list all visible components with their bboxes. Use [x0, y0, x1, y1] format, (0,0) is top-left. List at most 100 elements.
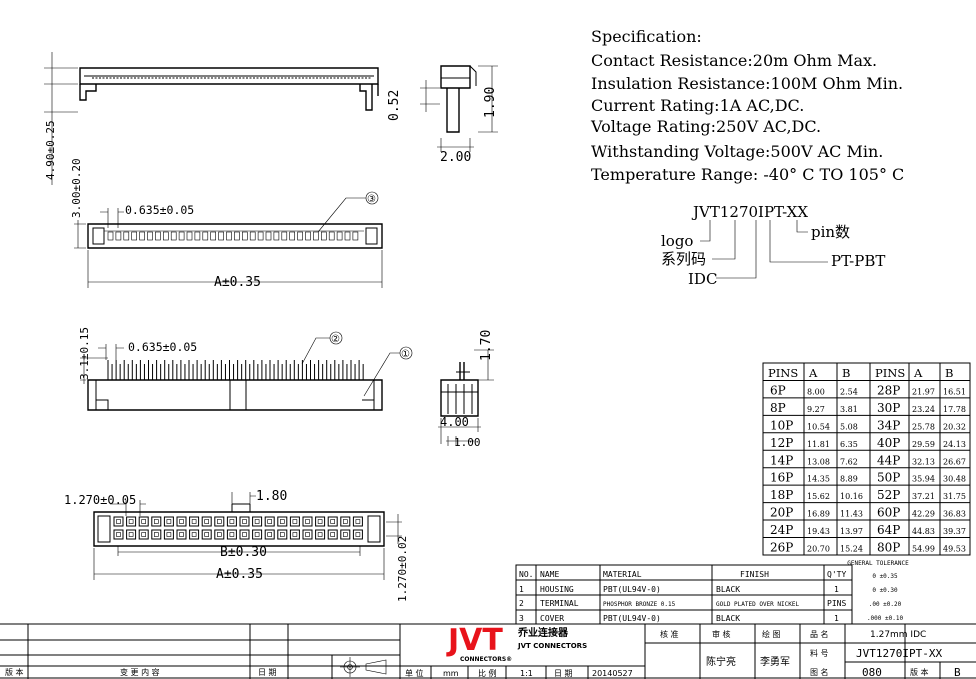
- pins-table-cell: 8P: [770, 401, 786, 415]
- top-pin: [305, 231, 311, 241]
- pins-table-cell: 52P: [877, 488, 900, 502]
- grid-pin-cell: [264, 529, 275, 540]
- grid-pin-cell: [189, 529, 200, 540]
- grid-pin-cell: [315, 529, 326, 540]
- grid-pin-cell: [315, 516, 326, 527]
- grid-pin-cell: [138, 529, 149, 540]
- pins-table-cell: 16.51: [943, 387, 966, 396]
- bom-header: NO.: [519, 570, 533, 579]
- reviewer-name: 陈宁亮: [706, 655, 736, 668]
- brand-subtitle: CONNECTORS®: [460, 656, 512, 663]
- pins-table-cell: 14.35: [807, 475, 830, 484]
- pins-table-cell: 42.29: [912, 510, 935, 519]
- spec-voltage-rating: Voltage Rating:250V AC,DC.: [590, 117, 821, 136]
- grid-pin-cell: [214, 529, 225, 540]
- dim-0-52: 0.52: [387, 90, 402, 121]
- top-pin: [202, 231, 209, 241]
- bom-cell: PINS: [827, 599, 846, 608]
- top-pin: [265, 231, 272, 241]
- unit-value: mm: [443, 669, 459, 678]
- pins-table-header: B: [842, 366, 850, 380]
- tolerance-title: GENERAL TOLERANCE: [847, 560, 909, 567]
- top-pin: [115, 231, 122, 241]
- pins-table-cell: 20.32: [943, 422, 966, 431]
- grid-pin-cell: [239, 529, 250, 540]
- top-pin: [320, 231, 327, 241]
- top-pin: [107, 231, 114, 241]
- front-view: 3.1±0.15 0.635±0.05 ② ①: [78, 327, 413, 411]
- grid-pin-cell: [113, 516, 124, 527]
- bom-cell: 3: [519, 614, 524, 623]
- pins-table-cell: 10P: [770, 418, 793, 432]
- grid-pin-cell: [352, 516, 363, 527]
- grid-pin-cell: [277, 529, 288, 540]
- bom-cell: PHOSPHOR BRONZE 0.15: [603, 601, 676, 608]
- date-label: 日 期: [554, 669, 573, 678]
- change-col-header: 变 更 内 容: [120, 667, 160, 677]
- grid-pin-cell: [327, 529, 338, 540]
- pins-table-cell: 17.78: [943, 405, 966, 414]
- top-pin: [313, 231, 319, 241]
- callout-1-label: ①: [401, 349, 410, 360]
- bom-cell: HOUSING: [540, 585, 574, 594]
- bom-cell: 1: [519, 585, 524, 594]
- top-pin: [147, 231, 153, 241]
- pins-table-cell: 11.43: [840, 510, 863, 519]
- top-pin: [194, 231, 201, 241]
- front-terminal-row: [107, 360, 364, 380]
- spec-temperature-range: Temperature Range: -40° C TO 105° C: [591, 165, 904, 184]
- grid-pin-cell: [289, 516, 300, 527]
- pins-table-cell: 54.99: [912, 545, 935, 554]
- spec-insulation-resistance: Insulation Resistance:100M Ohm Min.: [591, 74, 903, 93]
- side-view: 4.90±0.25: [44, 52, 379, 185]
- top-pin: [226, 231, 232, 241]
- pins-table-cell: 13.08: [807, 457, 830, 466]
- pins-table-cell: 37.21: [912, 492, 935, 501]
- dim-pitch-1-270: 1.270±0.05: [64, 493, 136, 507]
- pins-table-cell: 18P: [770, 488, 793, 502]
- pins-table-cell: 50P: [877, 471, 900, 485]
- date-value: 20140527: [592, 669, 633, 678]
- pins-table-cell: 26.67: [943, 457, 966, 466]
- review-label: 审 核: [712, 629, 731, 639]
- spec-heading: Specification:: [591, 27, 702, 46]
- pins-table-cell: 60P: [877, 506, 900, 520]
- top-pin: [131, 231, 137, 241]
- jvt-logo: JVT 乔业连接器 JVT CONNECTORS CONNECTORS®: [446, 623, 587, 663]
- pins-table-header: A: [808, 366, 818, 380]
- date-col-header: 日 期: [258, 668, 277, 677]
- pins-table-cell: 29.59: [912, 440, 935, 449]
- unit-label: 单 位: [405, 668, 424, 678]
- top-pin: [249, 231, 256, 241]
- top-pin: [234, 231, 240, 241]
- bom-cell: PBT(UL94V-0): [603, 585, 661, 594]
- grid-pin-cell: [176, 529, 187, 540]
- dim-1-80: 1.80: [256, 489, 287, 504]
- pins-table-header: B: [945, 366, 953, 380]
- top-pin: [297, 231, 303, 241]
- pins-table-cell: 31.75: [943, 492, 966, 501]
- top-pin: [328, 231, 335, 241]
- grid-pin-cell: [226, 516, 237, 527]
- end-view-lower: 1.70 4.00 1.00: [438, 330, 494, 449]
- tolerance-line-1: 0 ±0.35: [872, 573, 898, 580]
- brand-wordmark: JVT: [446, 623, 503, 658]
- pins-table-cell: 44.83: [912, 527, 935, 536]
- grid-pin-cell: [176, 516, 187, 527]
- pins-table-cell: 14P: [770, 453, 793, 467]
- bom-cell: BLACK: [716, 614, 740, 623]
- pins-table-cell: 7.62: [840, 457, 858, 466]
- part-code-pt-label: PT-PBT: [831, 252, 885, 270]
- pins-table-cell: 64P: [877, 523, 900, 537]
- bottom-pin-grid: [113, 516, 363, 540]
- dim-height-3-1: 3.1±0.15: [78, 327, 91, 380]
- top-pin: [139, 231, 145, 241]
- pins-table-cell: 34P: [877, 418, 900, 432]
- top-pin: [218, 231, 224, 241]
- pins-table-cell: 8.00: [807, 387, 825, 396]
- tolerance-line-4: .000 ±0.10: [867, 615, 904, 622]
- pins-table-cell: 30.48: [943, 475, 966, 484]
- pins-table-cell: 2.54: [840, 387, 858, 396]
- pins-table-cell: 11.81: [807, 440, 830, 449]
